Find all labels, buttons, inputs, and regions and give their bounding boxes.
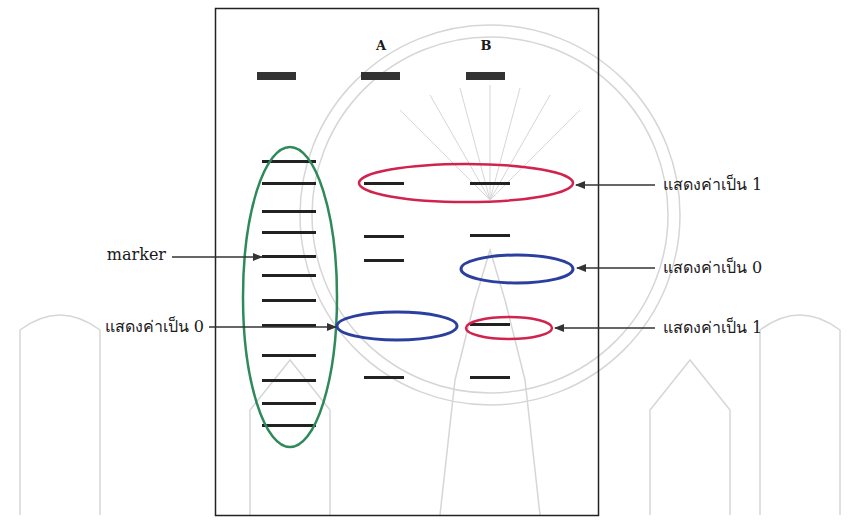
marker-label: marker — [107, 245, 166, 264]
value-label: แสดงค่าเป็น 1 — [663, 175, 762, 194]
lane-label: A — [376, 38, 386, 54]
lane-label: B — [481, 38, 492, 54]
value-label: แสดงค่าเป็น 0 — [105, 317, 204, 336]
marker-bands — [262, 160, 316, 427]
watermark — [20, 25, 840, 515]
value-label: แสดงค่าเป็น 1 — [663, 318, 762, 337]
value-label: แสดงค่าเป็น 0 — [663, 258, 762, 277]
